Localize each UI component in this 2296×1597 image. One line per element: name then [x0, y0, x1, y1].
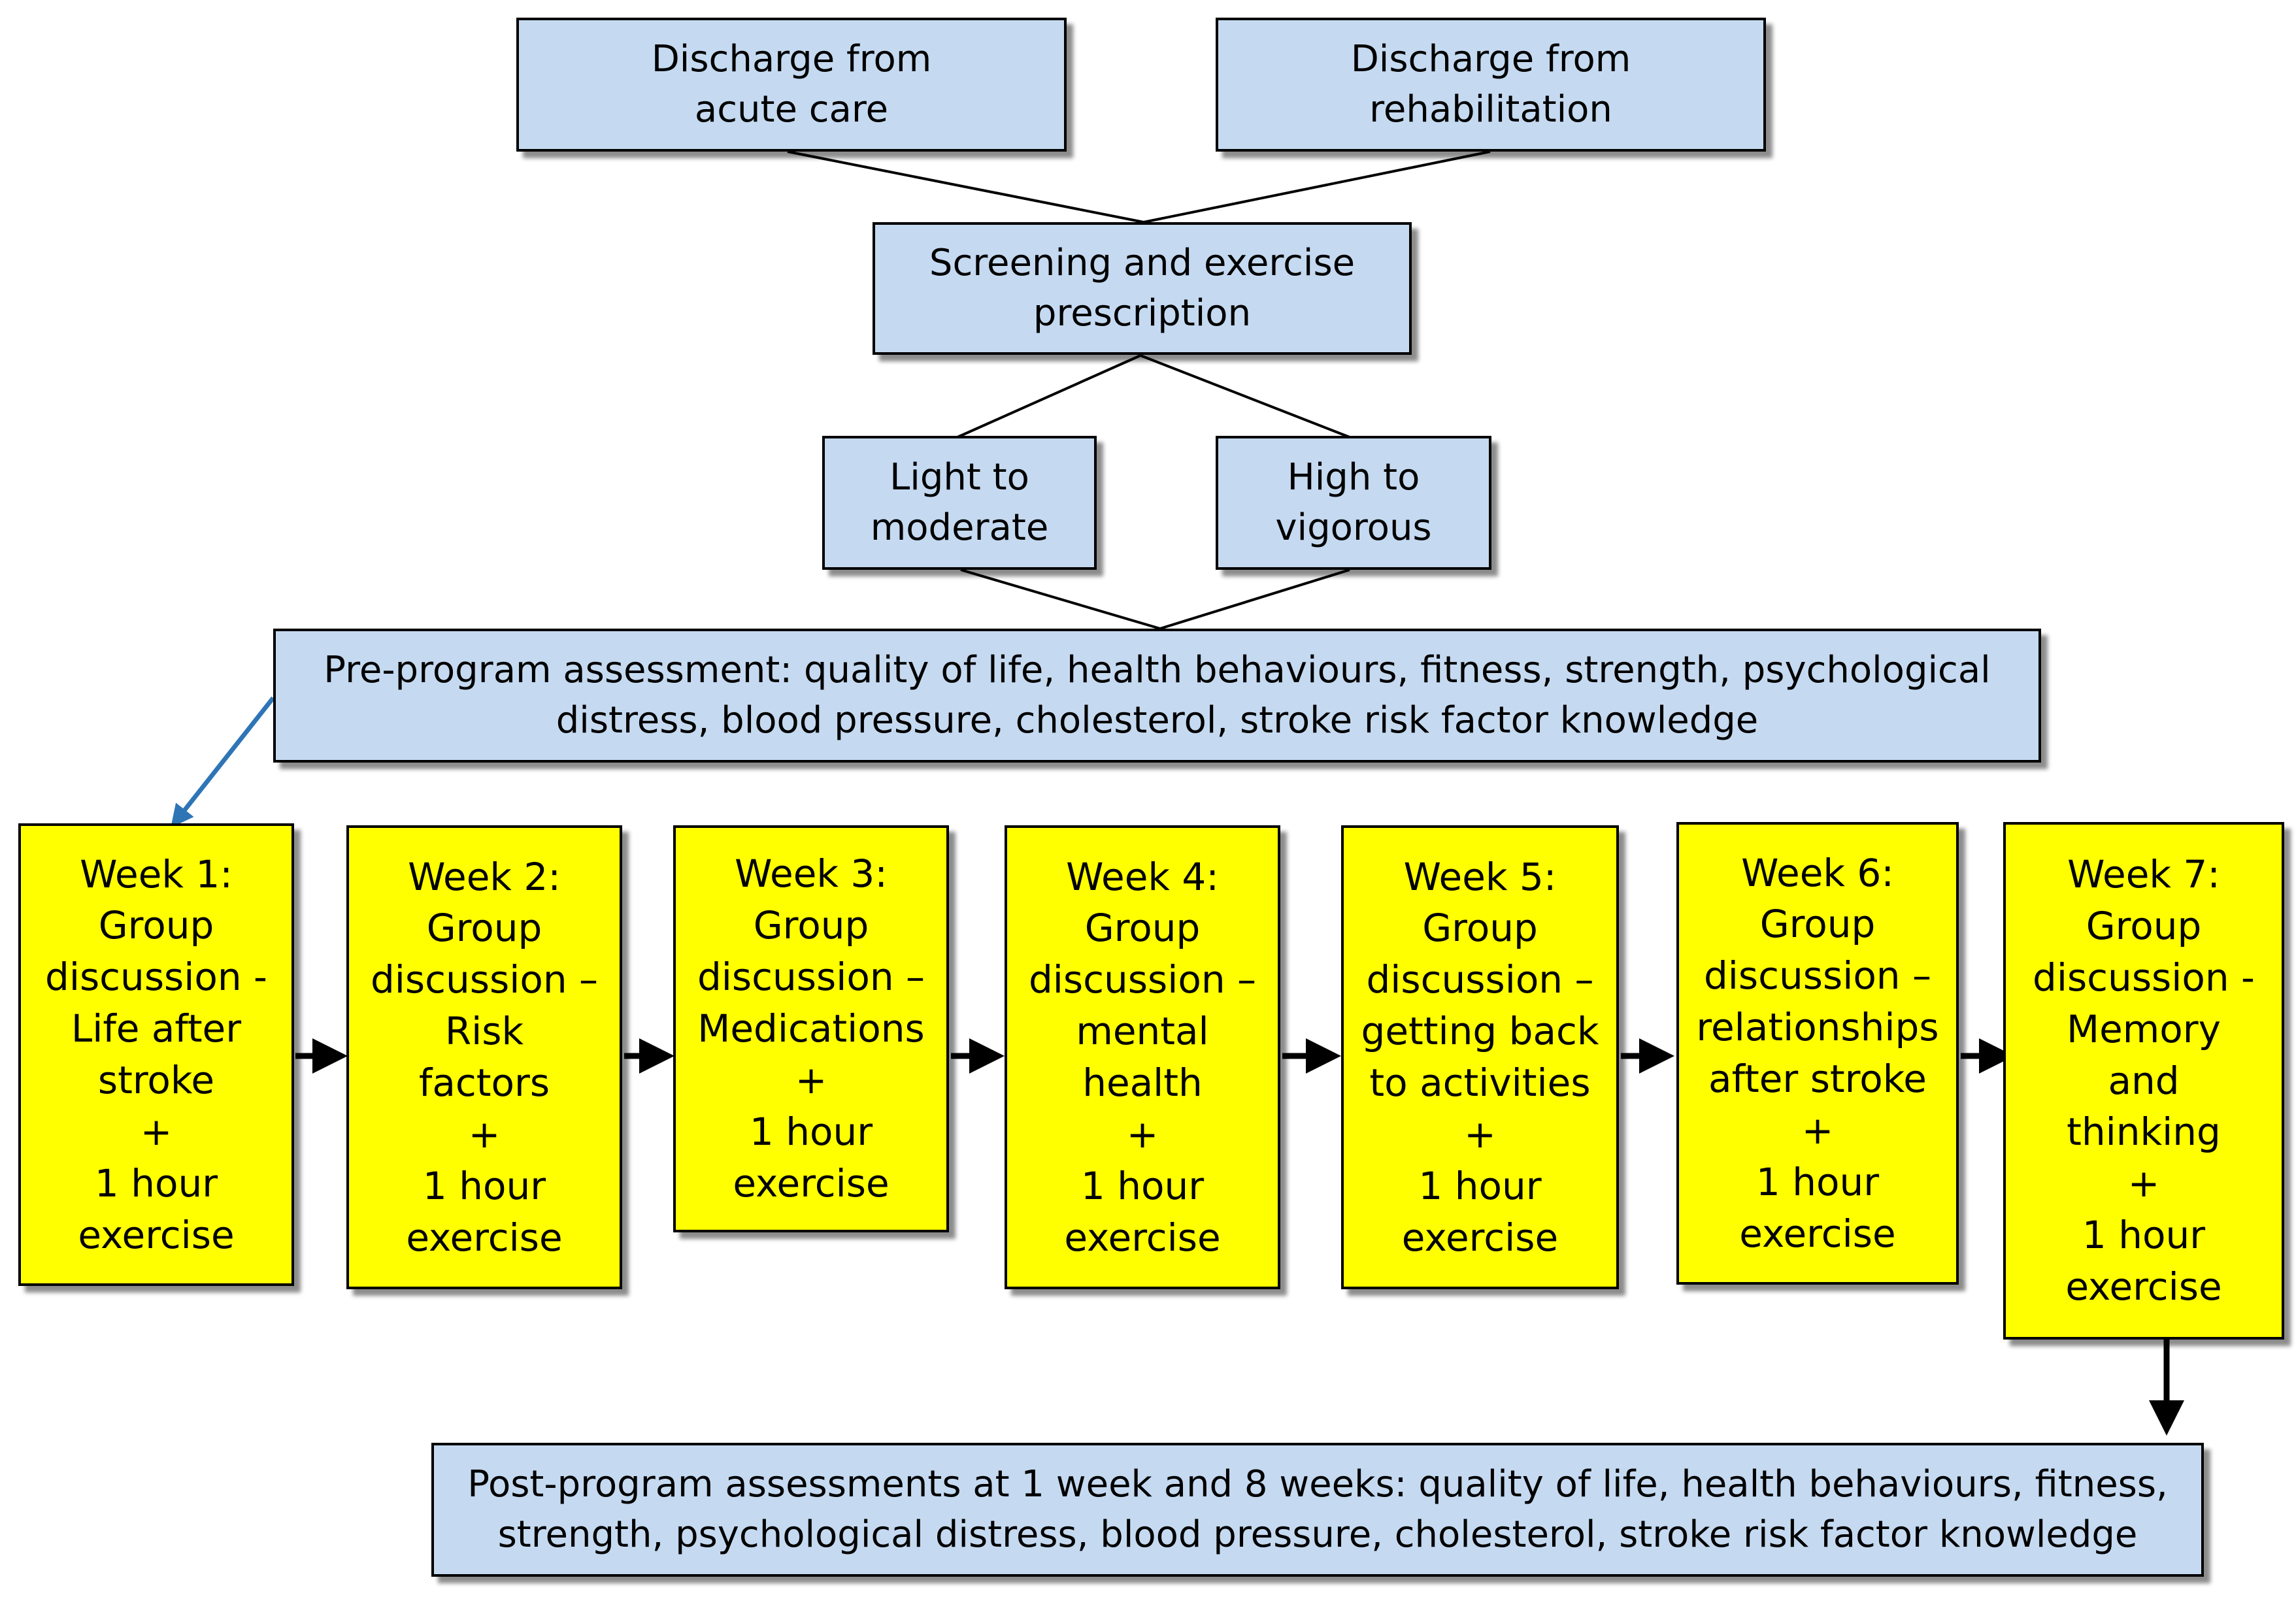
light-moderate-label: Light to moderate	[870, 456, 1049, 549]
week-2-label: Week 2: Group discussion – Risk factors …	[370, 854, 599, 1260]
pre-program-assessment-label: Pre-program assessment: quality of life,…	[324, 649, 1991, 742]
connector-light-to-pre	[960, 568, 1161, 630]
arrow-pre-to-week1	[171, 696, 275, 828]
connector-screening-to-high	[1140, 354, 1350, 438]
post-program-assessment-label: Post-program assessments at 1 week and 8…	[467, 1463, 2168, 1556]
connector-rehab-to-screening	[1137, 150, 1491, 225]
screening-box: Screening and exercise prescription	[873, 222, 1412, 355]
high-vigorous-box: High to vigorous	[1216, 436, 1491, 570]
connector-acute-to-screening	[787, 150, 1151, 225]
discharge-acute-care-label: Discharge from acute care	[651, 38, 932, 131]
discharge-rehabilitation-box: Discharge from rehabilitation	[1216, 18, 1766, 152]
week-7-label: Week 7: Group discussion - Memory and th…	[2033, 852, 2255, 1309]
light-moderate-box: Light to moderate	[822, 436, 1097, 570]
pre-program-assessment-box: Pre-program assessment: quality of life,…	[273, 629, 2041, 763]
week-7-box: Week 7: Group discussion - Memory and th…	[2003, 822, 2284, 1340]
discharge-rehabilitation-label: Discharge from rehabilitation	[1350, 38, 1631, 131]
week-6-box: Week 6: Group discussion – relationships…	[1676, 822, 1959, 1285]
week-4-label: Week 4: Group discussion – mental health…	[1028, 854, 1257, 1260]
week-2-box: Week 2: Group discussion – Risk factors …	[346, 825, 622, 1289]
week-5-box: Week 5: Group discussion – getting back …	[1341, 825, 1619, 1289]
week-3-box: Week 3: Group discussion – Medications +…	[673, 825, 949, 1232]
week-3-label: Week 3: Group discussion – Medications +…	[697, 851, 925, 1206]
week-5-label: Week 5: Group discussion – getting back …	[1361, 854, 1599, 1260]
week-4-box: Week 4: Group discussion – mental health…	[1005, 825, 1280, 1289]
week-1-label: Week 1: Group discussion - Life after st…	[45, 851, 267, 1257]
connector-screening-to-light	[957, 354, 1141, 438]
connector-high-to-pre	[1159, 568, 1350, 630]
week-1-box: Week 1: Group discussion - Life after st…	[18, 823, 294, 1286]
screening-label: Screening and exercise prescription	[929, 242, 1356, 335]
post-program-assessment-box: Post-program assessments at 1 week and 8…	[431, 1443, 2204, 1577]
high-vigorous-label: High to vigorous	[1275, 456, 1432, 549]
discharge-acute-care-box: Discharge from acute care	[516, 18, 1067, 152]
week-6-label: Week 6: Group discussion – relationships…	[1696, 850, 1939, 1256]
